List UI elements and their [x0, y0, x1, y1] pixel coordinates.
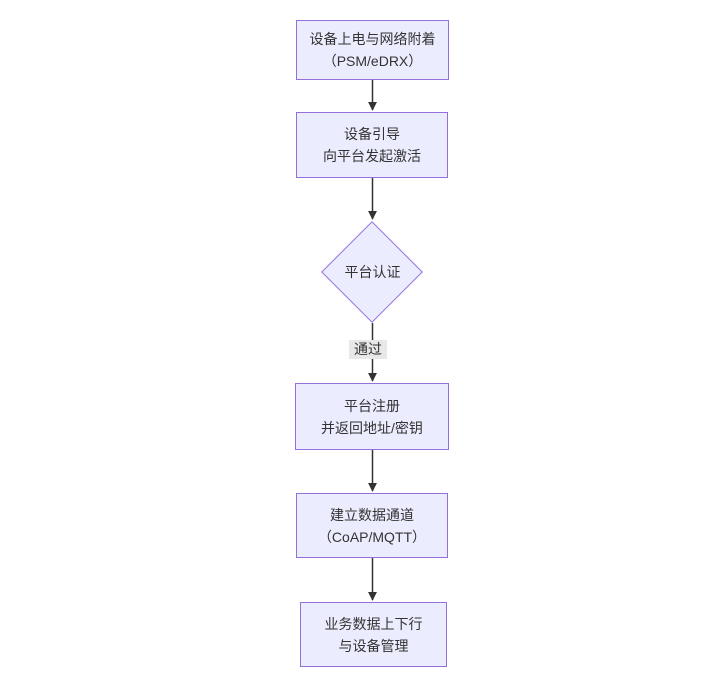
node-line: 建立数据通道: [330, 506, 414, 523]
node-platform-auth: 平台认证: [312, 261, 433, 283]
node-platform-register: 平台注册 并返回地址/密钥: [295, 383, 449, 450]
node-line: 设备上电与网络附着: [309, 31, 436, 47]
node-line: 平台认证: [344, 264, 401, 280]
node-line: 与设备管理: [338, 637, 409, 654]
edge-label-pass: 通过: [349, 340, 387, 359]
node-line: 并返回地址/密钥: [321, 419, 423, 436]
edge-label-text: 通过: [354, 341, 382, 357]
node-line: 业务数据上下行: [324, 615, 423, 632]
node-power-on-attach: 设备上电与网络附着 （PSM/eDRX）: [296, 20, 449, 80]
node-line: 向平台发起激活: [323, 148, 421, 164]
node-line: （CoAP/MQTT）: [317, 528, 427, 545]
node-line: 平台注册: [344, 397, 400, 414]
node-device-bootstrap: 设备引导 向平台发起激活: [296, 112, 448, 178]
node-line: 设备引导: [344, 126, 400, 142]
node-line: （PSM/eDRX）: [322, 53, 423, 69]
node-business-data: 业务数据上下行 与设备管理: [300, 602, 447, 667]
node-data-channel: 建立数据通道 （CoAP/MQTT）: [296, 493, 448, 558]
